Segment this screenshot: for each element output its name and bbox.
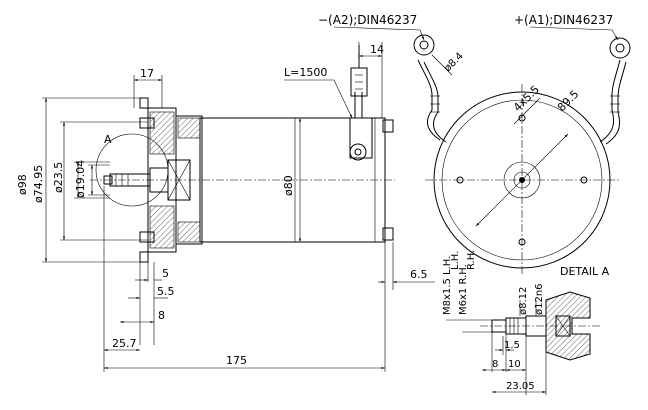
label-a1: +(A1);DIN46237 — [514, 13, 613, 27]
label-d812: ø8.12 — [518, 287, 529, 315]
det-dim-15: 1.5 — [504, 340, 520, 351]
terminal-block — [349, 117, 373, 159]
motor-housing — [199, 117, 386, 243]
dim-d1904: ø19.04 — [74, 160, 87, 198]
mounting-holes — [456, 114, 588, 246]
dim-d7495: ø74.95 — [32, 165, 45, 203]
detail-a-view: DETAIL A M8x1.5 L.H. M6x1 R.H. L.H. R.H.… — [442, 250, 610, 395]
cable-length-label: L=1500 — [284, 66, 327, 79]
label-lh-short: L.H. — [450, 251, 461, 270]
dim-8: 8 — [158, 309, 165, 322]
detail-circle-a — [95, 133, 169, 207]
label-d12n6: ø12n6 — [534, 283, 545, 315]
dim-holes: 4x5.5 — [511, 83, 542, 114]
dim-55: 5.5 — [157, 285, 175, 298]
dim-65: 6.5 — [410, 268, 428, 281]
dim-d80: ø80 — [282, 175, 295, 196]
label-a2: −(A2);DIN46237 — [318, 13, 417, 27]
end-view: 89.5 4x5.5 −(A2);DIN46237 +(A1);DIN46237 — [318, 13, 631, 276]
label-rh-short: R.H. — [466, 250, 477, 270]
top-dims: 17 14 — [133, 42, 384, 118]
label-thread-lh: M8x1.5 L.H. — [442, 256, 453, 315]
cable-right — [599, 37, 631, 145]
det-dim-10: 10 — [508, 359, 521, 370]
bolt-top — [139, 117, 155, 129]
dim-17: 17 — [140, 67, 154, 80]
bolt-bottom — [139, 231, 155, 243]
dim-d98: ø98 — [16, 174, 29, 195]
dim-175: 175 — [226, 354, 247, 367]
cable-left — [413, 34, 447, 143]
dim-14: 14 — [370, 43, 384, 56]
dim-pcd: 89.5 — [555, 88, 582, 115]
bottom-dims: 5 5.5 8 25.7 175 6.5 — [103, 186, 435, 372]
det-dim-8: 8 — [492, 359, 498, 370]
det-dim-2305: 23.05 — [506, 381, 535, 392]
dim-257: 25.7 — [112, 337, 137, 350]
label-thread-rh: M6x1 R.H. — [458, 264, 469, 315]
side-view: A L=1500 ø98 ø74.95 ø23.5 — [16, 42, 435, 372]
label-hole: ø8.4 — [442, 51, 465, 74]
dim-5: 5 — [162, 267, 169, 280]
detail-title: DETAIL A — [560, 265, 610, 278]
section-label: A — [104, 133, 112, 146]
dim-d235: ø23.5 — [52, 162, 65, 193]
